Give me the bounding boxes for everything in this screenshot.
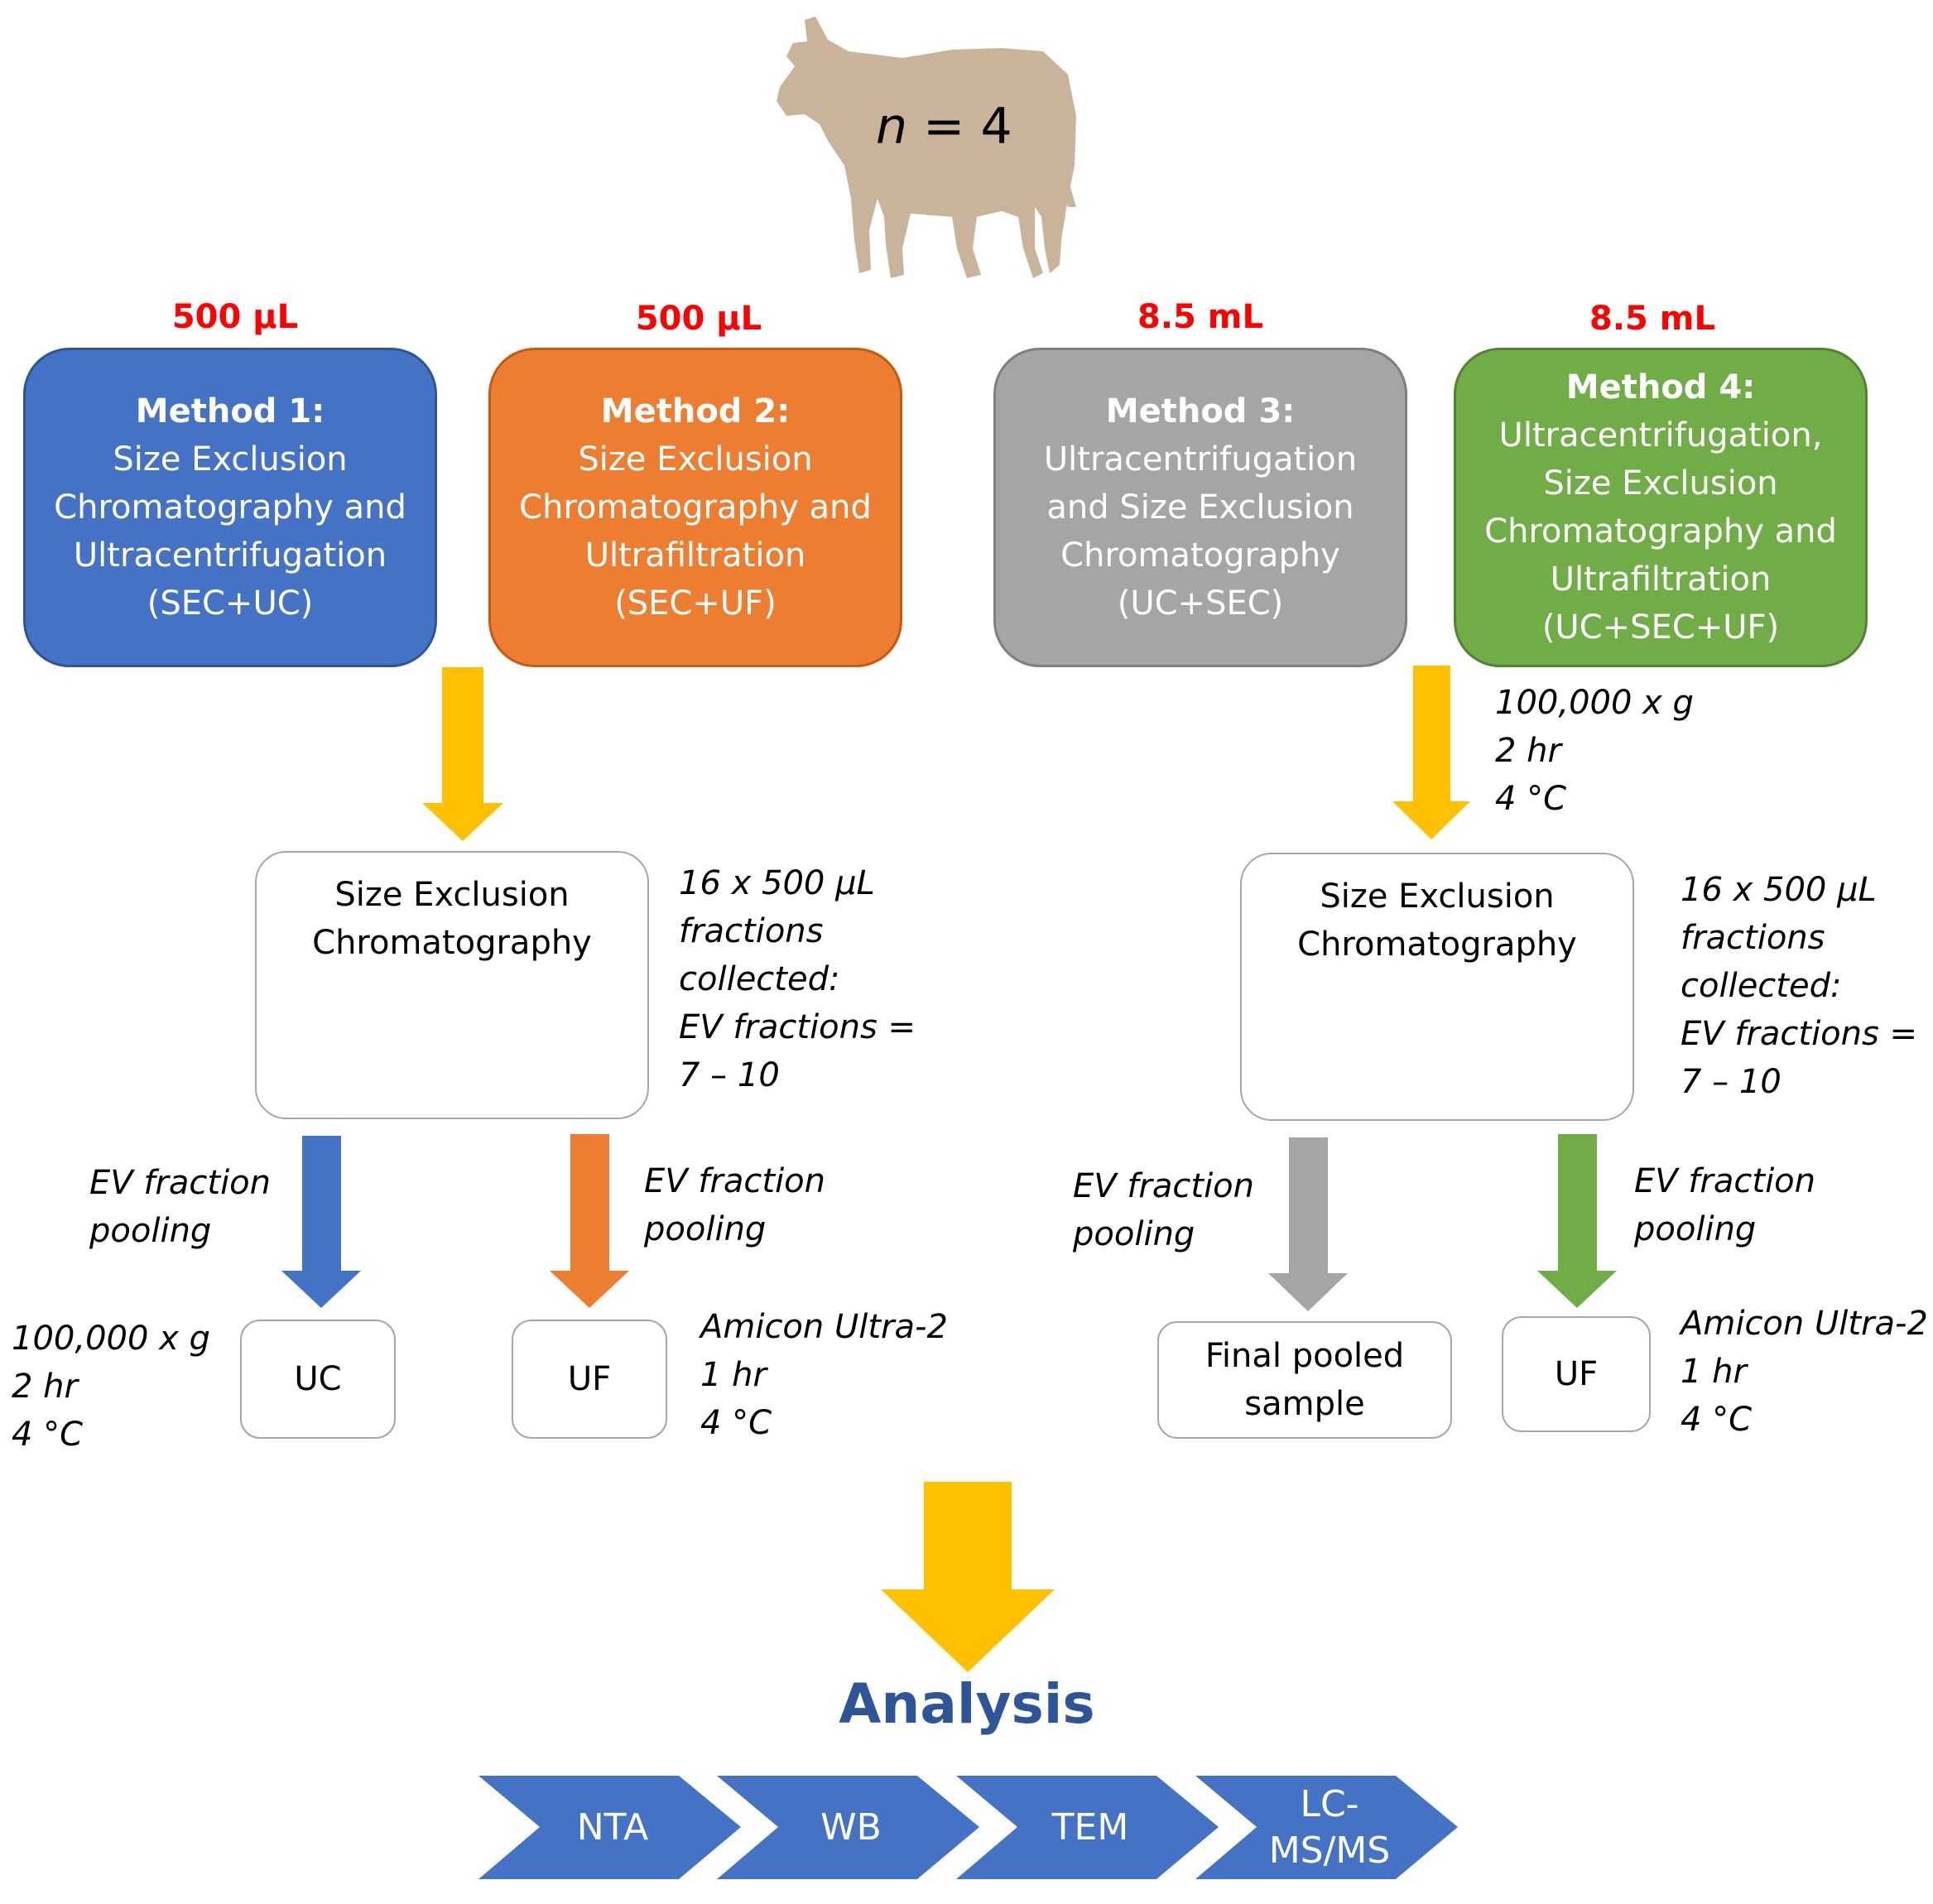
chevron-lcms xyxy=(1195,1776,1458,1879)
arrow-orange xyxy=(550,1134,629,1308)
chevron-tem xyxy=(956,1776,1219,1879)
chevron-wb xyxy=(717,1776,979,1879)
volume-method-1: 500 µL xyxy=(171,298,299,336)
fractions-text-left: 16 x 500 µL fractions collected: EV frac… xyxy=(679,864,916,1094)
arrow-yellow-left xyxy=(422,667,503,841)
analysis-step-lcms: LC- MS/MS xyxy=(1268,1782,1391,1872)
fractions-text-right: 16 x 500 µL fractions collected: EV frac… xyxy=(1681,871,1918,1101)
method-4-title: Method 4: xyxy=(1565,368,1756,406)
volume-method-4: 8.5 mL xyxy=(1589,300,1715,338)
method-2-title: Method 2: xyxy=(600,392,791,430)
analysis-title: Analysis xyxy=(839,1672,1095,1736)
method-4-box: Method 4: Ultracentrifugation, Size Excl… xyxy=(1454,348,1868,667)
uc-conditions-right: 100,000 x g 2 hr 4 °C xyxy=(1495,684,1694,818)
analysis-step-wb: WB xyxy=(820,1805,882,1849)
arrow-green xyxy=(1537,1134,1617,1308)
arrow-blue xyxy=(281,1136,361,1308)
sec-box-right: Size Exclusion Chromatography xyxy=(1240,853,1634,1121)
analysis-step-nta: NTA xyxy=(576,1805,649,1849)
arrow-gray xyxy=(1268,1137,1348,1311)
cow-icon xyxy=(777,17,1076,278)
cow-count-label: n = 4 xyxy=(876,98,1012,156)
analysis-chevrons xyxy=(478,1776,1458,1879)
chevron-nta xyxy=(478,1776,741,1879)
method-1-box: Method 1: Size Exclusion Chromatography … xyxy=(23,348,437,667)
uf-box-left: UF xyxy=(512,1320,667,1439)
uf-box-right: UF xyxy=(1502,1316,1651,1432)
amicon-text-right: Amicon Ultra-2 1 hr 4 °C xyxy=(1681,1305,1928,1439)
arrow-yellow-analysis xyxy=(881,1482,1055,1672)
uc-box: UC xyxy=(240,1320,396,1439)
uc-conditions-left: 100,000 x g 2 hr 4 °C xyxy=(12,1320,210,1454)
method-3-box: Method 3: Ultracentrifugation and Size E… xyxy=(993,348,1407,667)
method-2-box: Method 2: Size Exclusion Chromatography … xyxy=(488,348,902,667)
amicon-text-left: Amicon Ultra-2 1 hr 4 °C xyxy=(700,1308,948,1442)
method-3-title: Method 3: xyxy=(1105,392,1296,430)
final-pooled-sample-box: Final pooled sample xyxy=(1157,1321,1452,1439)
volume-method-2: 500 µL xyxy=(635,300,762,338)
analysis-step-tem: TEM xyxy=(1051,1805,1129,1849)
arrow-yellow-right xyxy=(1392,666,1470,839)
volume-method-3: 8.5 mL xyxy=(1137,298,1263,336)
sec-box-left: Size Exclusion Chromatography xyxy=(255,851,649,1119)
method-1-title: Method 1: xyxy=(135,392,325,430)
